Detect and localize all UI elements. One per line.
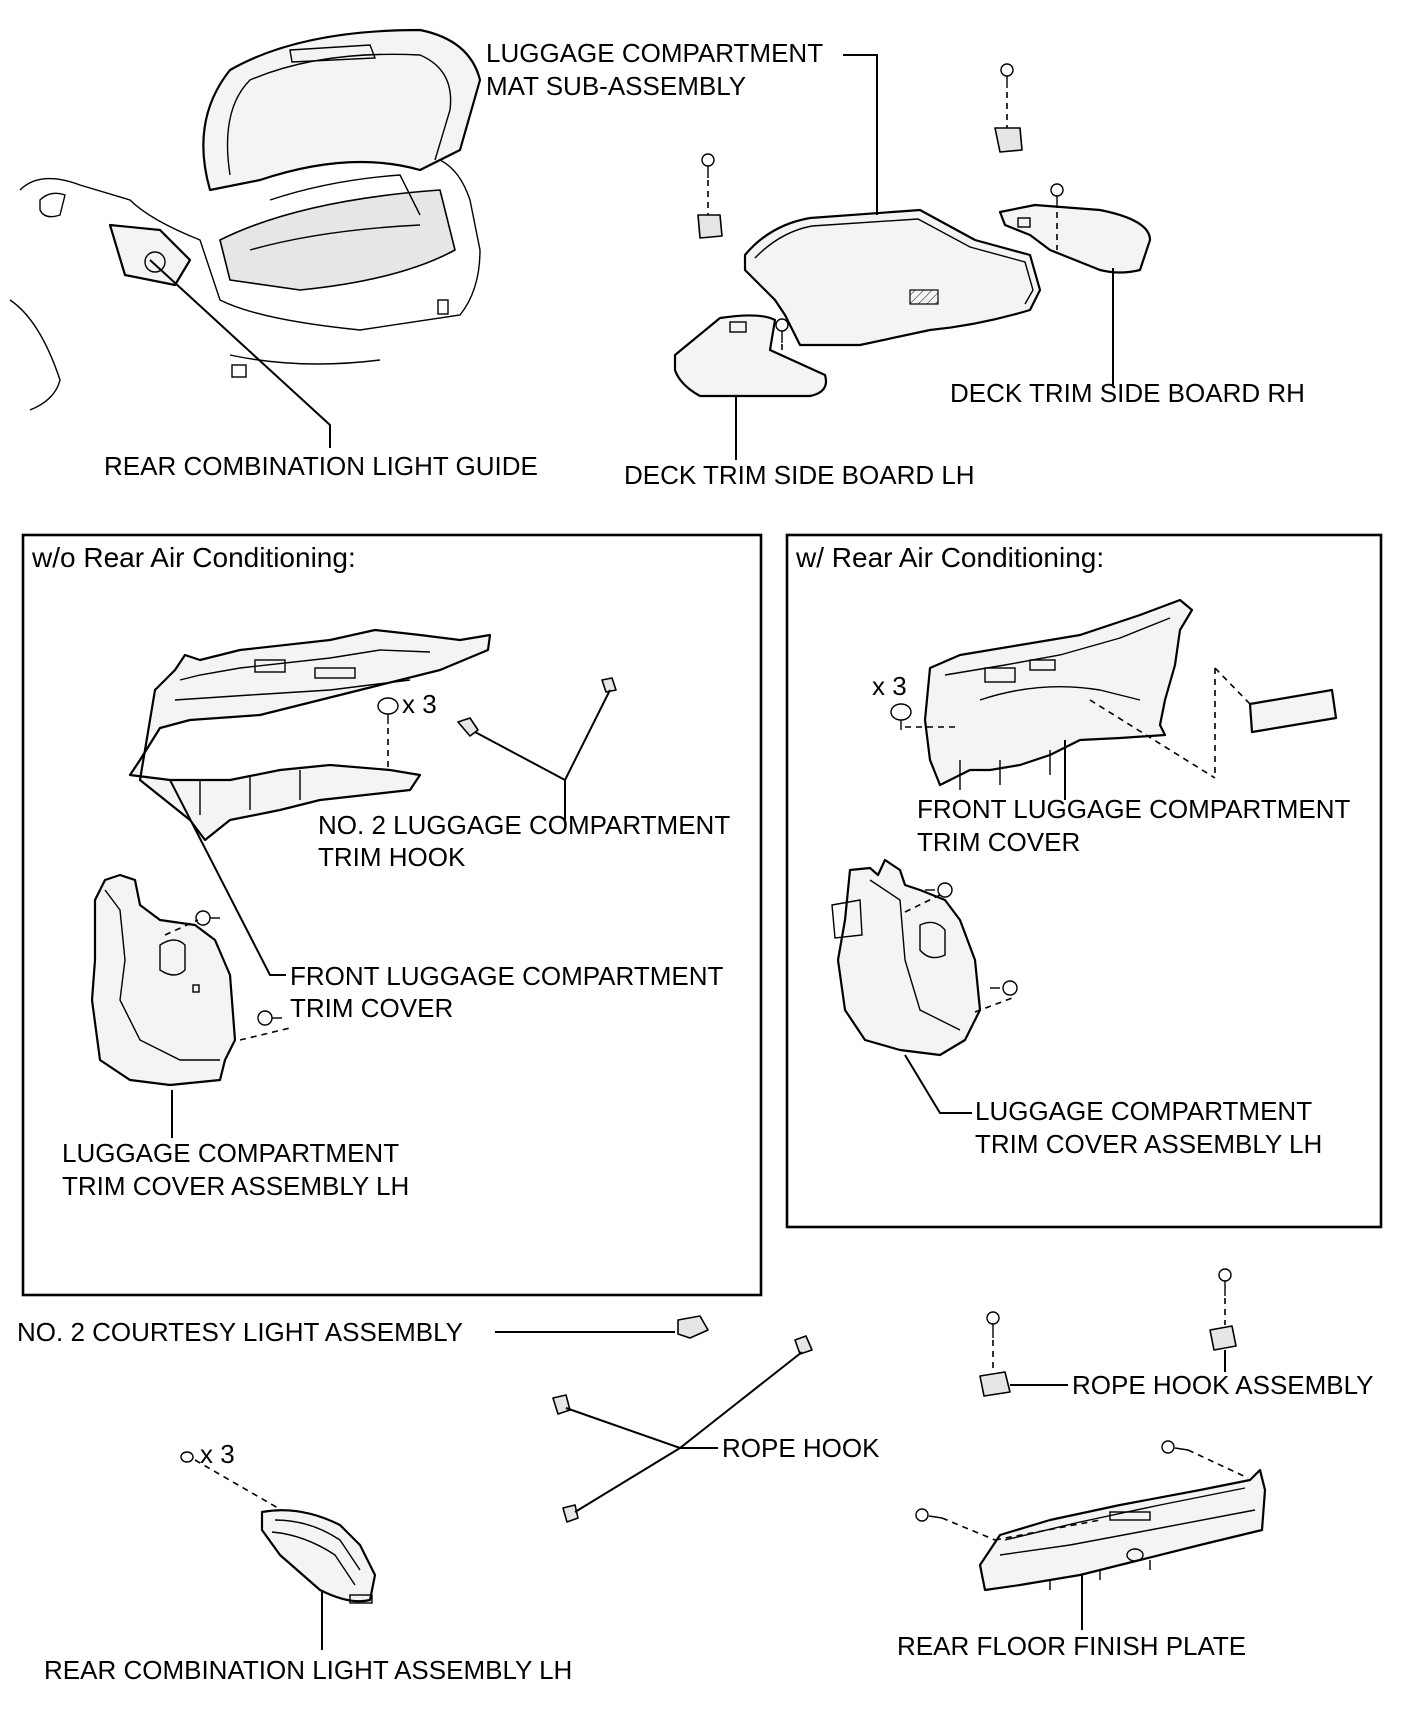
svg-text:LUGGAGE COMPARTMENT: LUGGAGE COMPARTMENT bbox=[62, 1138, 399, 1168]
svg-text:TRIM HOOK: TRIM HOOK bbox=[318, 842, 466, 872]
trim-cover-lh-left bbox=[90, 873, 291, 1087]
label-luggage-mat-2: MAT SUB-ASSEMBLY bbox=[486, 71, 746, 101]
label-rear-light-guide: REAR COMBINATION LIGHT GUIDE bbox=[104, 451, 538, 481]
svg-text:DECK TRIM SIDE BOARD RH: DECK TRIM SIDE BOARD RH bbox=[950, 378, 1305, 408]
svg-text:REAR COMBINATION LIGHT ASSEMBL: REAR COMBINATION LIGHT ASSEMBLY LH bbox=[44, 1655, 572, 1685]
label-front-cover-right-2: TRIM COVER bbox=[917, 827, 1080, 857]
label-deck-lh: DECK TRIM SIDE BOARD LH bbox=[624, 460, 975, 490]
svg-text:NO. 2 LUGGAGE COMPARTMENT: NO. 2 LUGGAGE COMPARTMENT bbox=[318, 810, 730, 840]
label-rear-floor-plate: REAR FLOOR FINISH PLATE bbox=[897, 1631, 1246, 1661]
label-front-cover-left-2: TRIM COVER bbox=[290, 993, 453, 1023]
svg-text:w/o Rear Air Conditioning:: w/o Rear Air Conditioning: bbox=[31, 542, 356, 573]
svg-text:x 3: x 3 bbox=[402, 689, 437, 719]
luggage-mat bbox=[743, 208, 1042, 347]
deck-side-board-rh bbox=[998, 203, 1152, 274]
svg-text:TRIM COVER: TRIM COVER bbox=[917, 827, 1080, 857]
rear-combination-light-lh bbox=[180, 1451, 377, 1650]
rope-hook-assemblies bbox=[979, 1268, 1237, 1397]
label-trim-lh-left-2: TRIM COVER ASSEMBLY LH bbox=[62, 1171, 409, 1201]
svg-text:ROPE HOOK: ROPE HOOK bbox=[722, 1433, 880, 1463]
label-rope-hook: ROPE HOOK bbox=[722, 1433, 880, 1463]
fastener-left-x3 bbox=[377, 697, 399, 770]
svg-text:x 3: x 3 bbox=[872, 671, 907, 701]
label-rear-light-assy: REAR COMBINATION LIGHT ASSEMBLY LH bbox=[44, 1655, 572, 1685]
svg-text:FRONT LUGGAGE COMPARTMENT: FRONT LUGGAGE COMPARTMENT bbox=[290, 961, 723, 991]
panel-title-right: w/ Rear Air Conditioning: bbox=[795, 542, 1104, 573]
label-trim-lh-right-1: LUGGAGE COMPARTMENT bbox=[975, 1096, 1312, 1126]
label-luggage-mat-1: LUGGAGE COMPARTMENT bbox=[486, 38, 823, 68]
svg-text:w/ Rear Air Conditioning:: w/ Rear Air Conditioning: bbox=[795, 542, 1104, 573]
trim-cover-lh-right bbox=[831, 858, 1018, 1057]
svg-text:x 3: x 3 bbox=[200, 1439, 235, 1469]
svg-text:FRONT LUGGAGE COMPARTMENT: FRONT LUGGAGE COMPARTMENT bbox=[917, 794, 1350, 824]
svg-text:NO. 2 COURTESY LIGHT ASSEMBLY: NO. 2 COURTESY LIGHT ASSEMBLY bbox=[17, 1317, 463, 1347]
label-no2-hook-1: NO. 2 LUGGAGE COMPARTMENT bbox=[318, 810, 730, 840]
svg-text:REAR COMBINATION LIGHT GUIDE: REAR COMBINATION LIGHT GUIDE bbox=[104, 451, 538, 481]
top-leaders bbox=[149, 54, 1114, 460]
fastener-right-x3 bbox=[890, 703, 955, 730]
leader-trim-lh-right bbox=[904, 1054, 972, 1114]
label-deck-rh: DECK TRIM SIDE BOARD RH bbox=[950, 378, 1305, 408]
label-x3-bottom: x 3 bbox=[200, 1439, 235, 1469]
rear-floor-finish-plate bbox=[915, 1440, 1267, 1630]
label-front-cover-right-1: FRONT LUGGAGE COMPARTMENT bbox=[917, 794, 1350, 824]
car-trunk-illustration bbox=[9, 28, 482, 411]
panel-without-rear-ac bbox=[21, 533, 763, 1297]
svg-text:MAT SUB-ASSEMBLY: MAT SUB-ASSEMBLY bbox=[486, 71, 746, 101]
svg-text:TRIM COVER ASSEMBLY LH: TRIM COVER ASSEMBLY LH bbox=[975, 1129, 1322, 1159]
label-rope-hook-assy: ROPE HOOK ASSEMBLY bbox=[1072, 1370, 1374, 1400]
label-x3-left: x 3 bbox=[402, 689, 437, 719]
svg-text:DECK TRIM SIDE BOARD LH: DECK TRIM SIDE BOARD LH bbox=[624, 460, 975, 490]
svg-text:LUGGAGE COMPARTMENT: LUGGAGE COMPARTMENT bbox=[975, 1096, 1312, 1126]
leader-front-cover-left bbox=[169, 779, 286, 976]
label-trim-lh-left-1: LUGGAGE COMPARTMENT bbox=[62, 1138, 399, 1168]
svg-text:ROPE HOOK ASSEMBLY: ROPE HOOK ASSEMBLY bbox=[1072, 1370, 1374, 1400]
front-cover-right bbox=[923, 598, 1194, 790]
svg-text:LUGGAGE COMPARTMENT: LUGGAGE COMPARTMENT bbox=[486, 38, 823, 68]
front-cover-left bbox=[128, 628, 492, 842]
label-courtesy-light: NO. 2 COURTESY LIGHT ASSEMBLY bbox=[17, 1317, 463, 1347]
label-trim-lh-right-2: TRIM COVER ASSEMBLY LH bbox=[975, 1129, 1322, 1159]
top-fasteners bbox=[697, 63, 1064, 355]
deck-side-board-lh bbox=[673, 314, 828, 398]
svg-text:TRIM COVER ASSEMBLY LH: TRIM COVER ASSEMBLY LH bbox=[62, 1171, 409, 1201]
label-x3-right: x 3 bbox=[872, 671, 907, 701]
label-no2-hook-2: TRIM HOOK bbox=[318, 842, 466, 872]
rope-hooks bbox=[552, 1335, 813, 1523]
panel-with-rear-ac bbox=[785, 533, 1383, 1229]
label-front-cover-left-1: FRONT LUGGAGE COMPARTMENT bbox=[290, 961, 723, 991]
svg-text:TRIM COVER: TRIM COVER bbox=[290, 993, 453, 1023]
panel-title-left: w/o Rear Air Conditioning: bbox=[31, 542, 356, 573]
svg-text:REAR FLOOR FINISH PLATE: REAR FLOOR FINISH PLATE bbox=[897, 1631, 1246, 1661]
trim-hooks-left bbox=[457, 677, 617, 820]
duct-cover bbox=[1089, 667, 1338, 779]
courtesy-light bbox=[495, 1315, 709, 1339]
